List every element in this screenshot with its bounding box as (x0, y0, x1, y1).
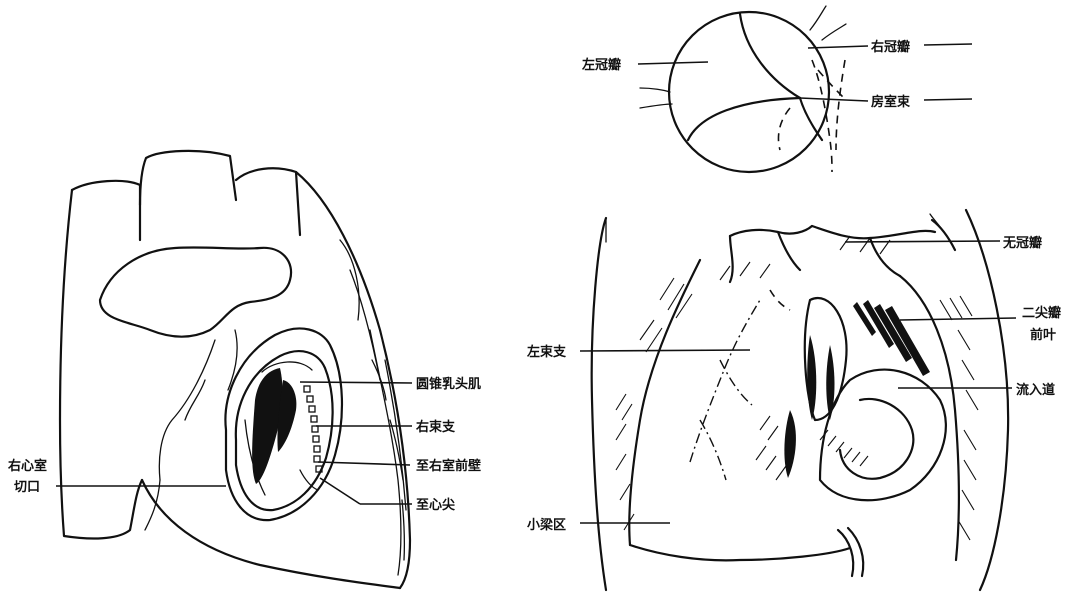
lv-drawing (592, 210, 1008, 590)
label-right-cusp: 右冠瓣 (870, 39, 910, 55)
label-to-anterior-wall: 至右室前壁 (416, 458, 481, 474)
label-papillary: 圆锥乳头肌 (416, 376, 481, 392)
label-mitral-2: 前叶 (1030, 327, 1056, 343)
right-bundle-path (304, 386, 322, 472)
valve-leaders (638, 44, 972, 101)
label-noncoronary-cusp: 无冠瓣 (1002, 235, 1042, 251)
label-inflow: 流入道 (1016, 382, 1055, 398)
label-right-bundle: 右束支 (415, 419, 456, 435)
heart-leaders (56, 382, 412, 504)
label-av-bundle: 房室束 (871, 94, 911, 110)
label-rv-incision-1: 右心室 (7, 458, 47, 474)
label-left-bundle: 左束支 (527, 344, 567, 360)
label-to-apex: 至心尖 (416, 497, 455, 513)
label-mitral-1: 二尖瓣 (1022, 305, 1061, 321)
label-rv-incision-2: 切口 (14, 480, 40, 495)
heart-drawing (60, 151, 410, 588)
label-left-cusp: 左冠瓣 (582, 57, 621, 73)
label-trabecular: 小梁区 (527, 517, 566, 533)
valve-drawing (640, 6, 846, 172)
